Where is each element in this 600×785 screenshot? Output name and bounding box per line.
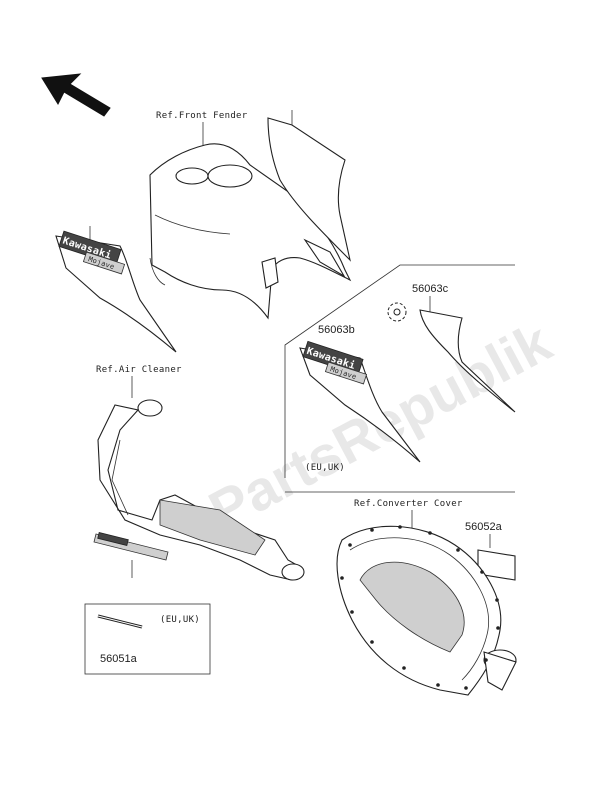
ref-converter-cover-label: Ref.Converter Cover (354, 499, 463, 509)
part-number-56063b: 56063b (318, 324, 355, 336)
air-cleaner-decal (93, 531, 169, 578)
part-number-56063c: 56063c (412, 283, 449, 295)
right-side-panel (419, 309, 516, 413)
air-cleaner-duct (97, 399, 305, 581)
eu-uk-note-2: (EU,UK) (160, 615, 200, 625)
gear-icon (387, 302, 407, 322)
eu-uk-box (84, 603, 211, 675)
eu-uk-note-1: (EU,UK) (305, 463, 345, 473)
ref-front-fender-label: Ref.Front Fender (156, 111, 248, 121)
converter-cover (336, 525, 517, 696)
right-side-decal: Kawasaki Mojave (299, 340, 421, 463)
part-number-56052a: 56052a (465, 521, 503, 533)
front-direction-arrow-icon (41, 73, 111, 117)
side-fender-panel (267, 110, 351, 262)
ref-air-cleaner-label: Ref.Air Cleaner (96, 365, 182, 375)
part-number-56051a: 56051a (100, 653, 138, 665)
front-fender (149, 143, 352, 320)
eu-uk-bracket (284, 264, 515, 478)
